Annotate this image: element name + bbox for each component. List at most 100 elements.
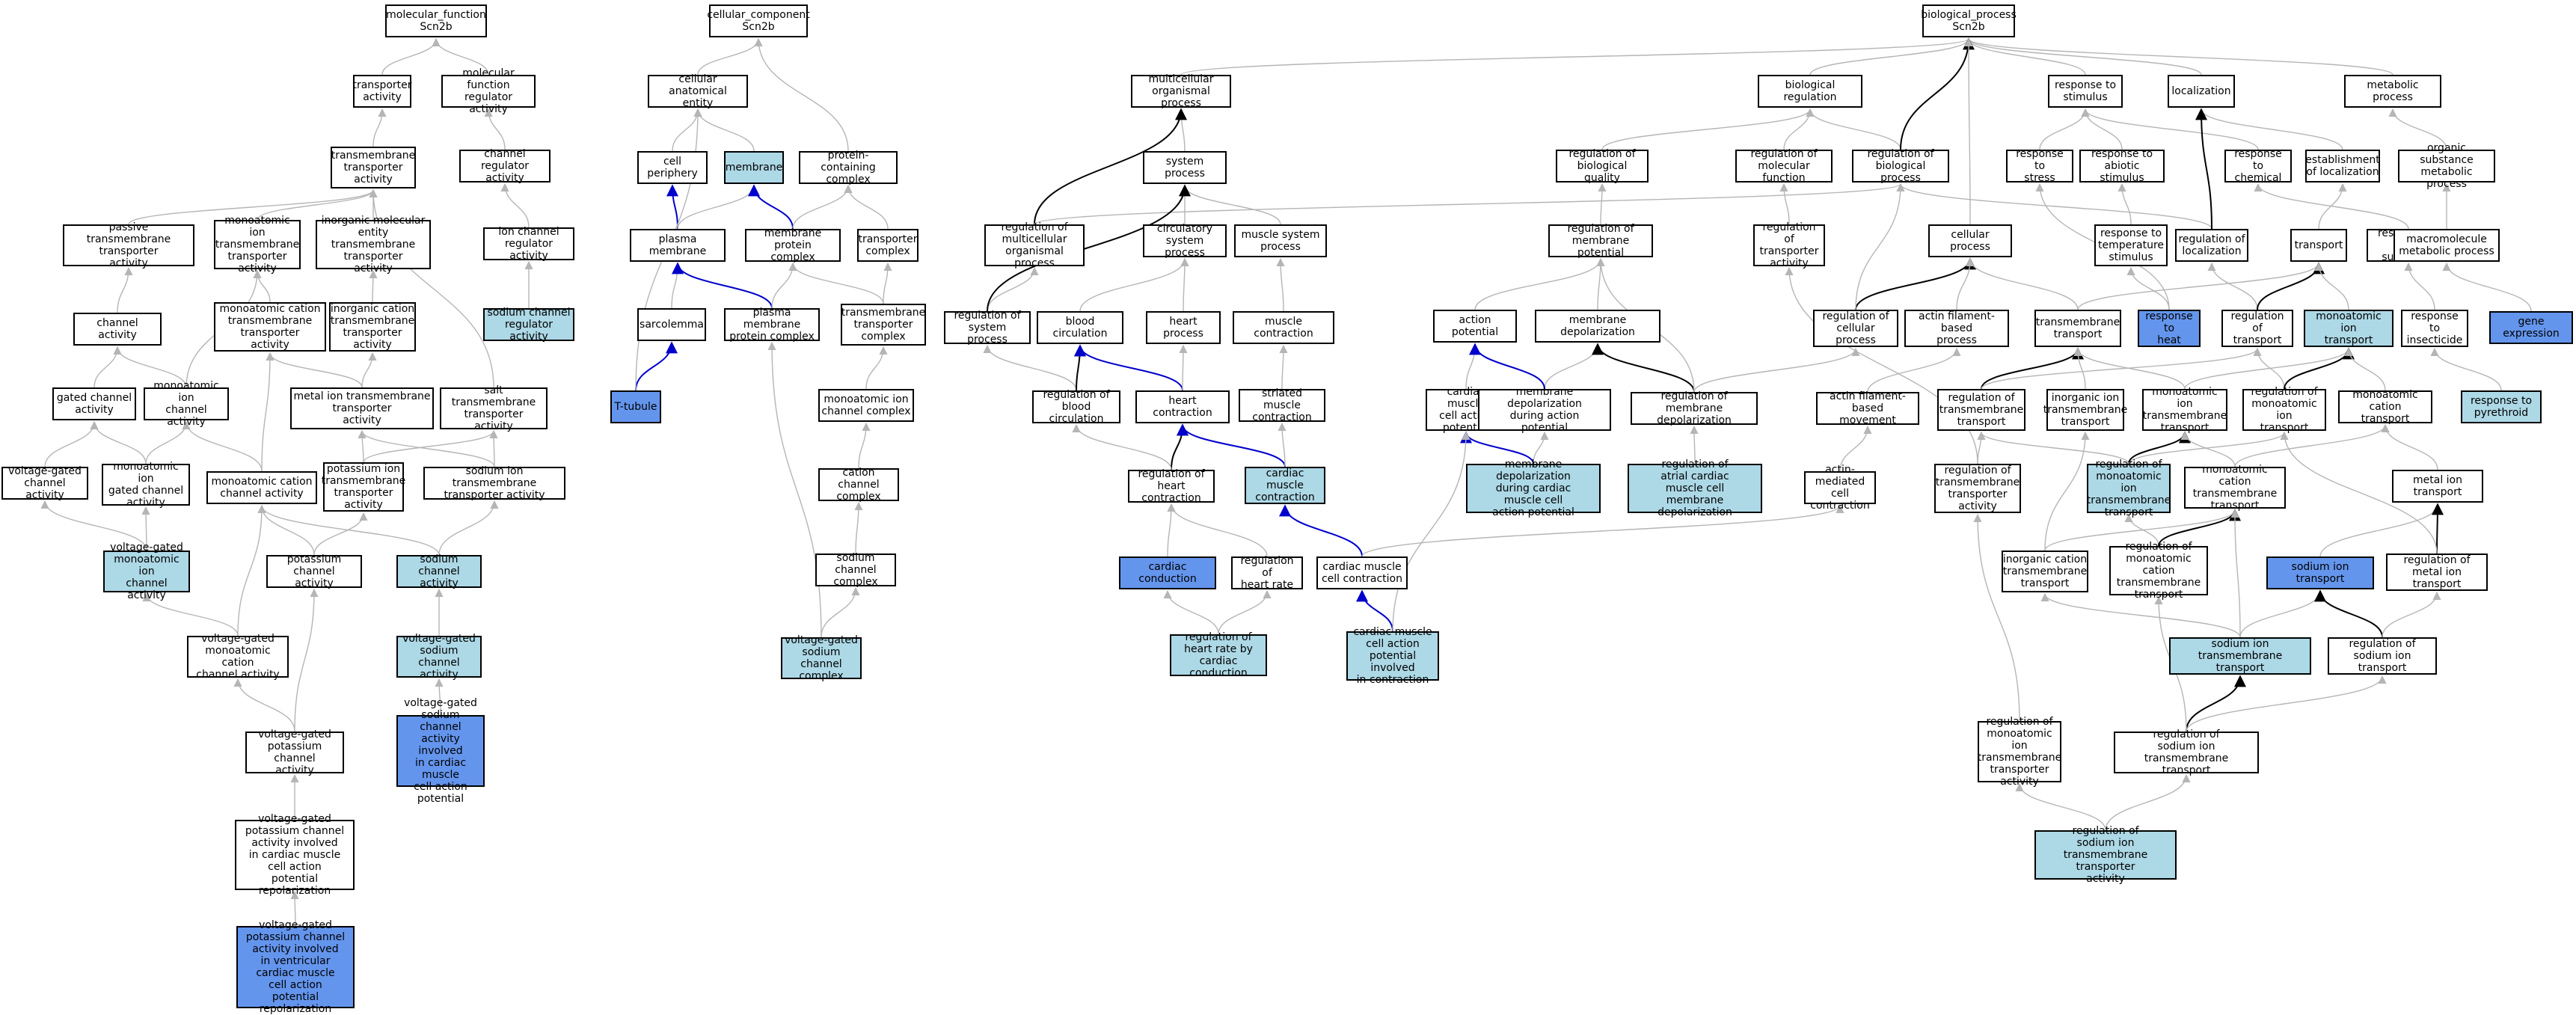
node-actin-cell-contraction[interactable]: actin-mediated cell contraction <box>1804 464 1876 512</box>
node-mono-cation-tm-transport[interactable]: monoatomic cation transmembrane transpor… <box>2184 464 2286 512</box>
node-reg-metal-ion-transport[interactable]: regulation of metal ion transport <box>2386 554 2488 591</box>
node-vg-na-channel-complex[interactable]: voltage-gated sodium channel complex <box>781 634 862 682</box>
node-reg-tm-transporter-act[interactable]: regulation of transmembrane transporter … <box>1934 464 2021 513</box>
node-reg-mono-ion-tm-transporter-act[interactable]: regulation of monoatomic ion transmembra… <box>1977 716 2062 788</box>
node-multicellular-process[interactable]: multicellular organismal process <box>1131 73 1231 109</box>
node-reg-memb-depol[interactable]: regulation of membrane depolarization <box>1631 390 1758 426</box>
node-transporter-complex[interactable]: transporter complex <box>857 229 919 262</box>
node-mono-cation-channel[interactable]: monoatomic cation channel activity <box>206 471 317 504</box>
node-reg-localization[interactable]: regulation of localization <box>2175 229 2248 262</box>
node-action-potential[interactable]: action potential <box>1433 310 1517 343</box>
node-cardiac-conduction[interactable]: cardiac conduction <box>1119 556 1216 589</box>
node-plasma-membrane[interactable]: plasma membrane <box>630 229 726 262</box>
node-vg-k-ventricular[interactable]: voltage-gated potassium channel activity… <box>236 919 355 1015</box>
node-memb-depol-ap[interactable]: membrane depolarization during action po… <box>1478 386 1611 434</box>
node-vg-k-channel[interactable]: voltage-gated potassium channel activity <box>245 729 344 776</box>
node-metabolic-process[interactable]: metabolic process <box>2344 75 2441 108</box>
node-salt-tm[interactable]: salt transmembrane transporter activity <box>440 384 548 432</box>
node-response-pyrethroid[interactable]: response to pyrethroid <box>2461 390 2542 423</box>
node-reg-heart-contraction[interactable]: regulation of heart contraction <box>1128 468 1215 504</box>
node-reg-hr-cardiac-conduction[interactable]: regulation of heart rate by cardiac cond… <box>1170 631 1267 679</box>
node-sodium-channel-reg[interactable]: sodium channel regulator activity <box>483 307 574 343</box>
node-reg-transporter-activity[interactable]: regulation of transporter activity <box>1753 221 1825 269</box>
node-reg-blood-circulation[interactable]: regulation of blood circulation <box>1032 389 1120 425</box>
node-mono-ion-transport[interactable]: monoatomic ion transport <box>2304 310 2393 347</box>
node-vg-na-cardiac[interactable]: voltage-gated sodium channel activity in… <box>396 697 485 805</box>
node-membrane[interactable]: membrane <box>724 151 784 184</box>
node-mf-root[interactable]: molecular_function Scn2b <box>385 4 487 37</box>
node-mono-ion-channel[interactable]: monoatomic ion channel activity <box>144 380 229 428</box>
node-protein-complex[interactable]: protein-containing complex <box>799 150 898 185</box>
node-establish-localization[interactable]: establishment of localization <box>2305 150 2380 183</box>
node-sodium-ion-transport[interactable]: sodium ion transport <box>2266 556 2374 589</box>
node-channel-activity[interactable]: channel activity <box>73 313 162 346</box>
node-reg-multicellular[interactable]: regulation of multicellular organismal p… <box>984 221 1085 269</box>
node-reg-na-ion-tm-transporter-act[interactable]: regulation of sodium ion transmembrane t… <box>2034 825 2177 885</box>
node-cell-anat-entity[interactable]: cellular anatomical entity <box>648 73 748 109</box>
node-membrane-depolarization[interactable]: membrane depolarization <box>1535 310 1660 343</box>
node-channel-regulator[interactable]: channel regulator activity <box>459 148 551 184</box>
node-mono-ion-gated[interactable]: monoatomic ion gated channel activity <box>102 461 190 509</box>
node-sodium-channel-complex[interactable]: sodium channel complex <box>815 552 896 588</box>
node-reg-atrial-depol[interactable]: regulation of atrial cardiac muscle cell… <box>1628 459 1762 518</box>
node-reg-na-ion-tm-transport[interactable]: regulation of sodium ion transmembrane t… <box>2114 729 2259 776</box>
node-cardiac-cell-contraction[interactable]: cardiac muscle cell contraction <box>1316 556 1408 589</box>
node-heart-process[interactable]: heart process <box>1146 311 1221 344</box>
node-reg-mono-ion-tm-transport[interactable]: regulation of monoatomic ion transmembra… <box>2086 459 2171 518</box>
node-striated-muscle-contraction[interactable]: striated muscle contraction <box>1239 387 1325 423</box>
node-response-stress[interactable]: response to stress <box>2006 148 2073 184</box>
node-reg-bio-process[interactable]: regulation of biological process <box>1852 148 1949 184</box>
node-tm-transport[interactable]: transmembrane transport <box>2034 310 2121 347</box>
node-na-channel[interactable]: sodium channel activity <box>396 554 482 589</box>
node-vg-mono-ion-channel[interactable]: voltage-gated monoatomic ion channel act… <box>103 542 190 601</box>
node-mono-ion-tm[interactable]: monoatomic ion transmembrane transporter… <box>214 215 301 275</box>
node-reg-mol-function[interactable]: regulation of molecular function <box>1735 148 1833 184</box>
node-response-heat[interactable]: response to heat <box>2138 310 2201 347</box>
node-response-abiotic[interactable]: response to abiotic stimulus <box>2079 148 2165 184</box>
node-system-process[interactable]: system process <box>1143 151 1227 184</box>
node-vg-channel[interactable]: voltage-gated channel activity <box>1 465 88 501</box>
node-pm-protein-complex[interactable]: plasma membrane protein complex <box>724 307 820 343</box>
node-reg-system-process[interactable]: regulation of system process <box>944 310 1031 346</box>
node-reg-cellular-process[interactable]: regulation of cellular process <box>1813 310 1898 347</box>
node-k-channel[interactable]: potassium channel activity <box>266 554 362 589</box>
node-gated-channel[interactable]: gated channel activity <box>52 387 136 420</box>
node-reg-heart-rate[interactable]: regulation of heart rate <box>1231 555 1303 591</box>
node-cc-root[interactable]: cellular_component Scn2b <box>707 4 810 37</box>
node-vg-na-channel[interactable]: voltage-gated sodium channel activity <box>396 633 482 681</box>
node-vg-mono-cation-channel[interactable]: voltage-gated monoatomic cation channel … <box>187 633 289 681</box>
node-cardiac-ap-contraction[interactable]: cardiac muscle cell action potential inv… <box>1346 626 1439 686</box>
node-response-insecticide[interactable]: response to insecticide <box>2401 310 2468 347</box>
node-passive-tm[interactable]: passive transmembrane transporter activi… <box>63 221 194 269</box>
node-transporter-activity[interactable]: transporter activity <box>352 75 412 108</box>
node-ion-channel-reg[interactable]: ion channel regulator activity <box>483 226 574 262</box>
node-bp-root[interactable]: biological_process Scn2b <box>1921 4 2017 37</box>
node-memb-depol-cardiac[interactable]: membrane depolarization during cardiac m… <box>1466 459 1601 518</box>
node-cell-periphery[interactable]: cell periphery <box>637 151 708 184</box>
node-sarcolemma[interactable]: sarcolemma <box>637 308 706 341</box>
node-membrane-protein-complex[interactable]: membrane protein complex <box>745 227 841 263</box>
node-mono-ion-tm-transport[interactable]: monoatomic ion transmembrane transport <box>2142 386 2227 434</box>
node-localization[interactable]: localization <box>2168 75 2235 108</box>
node-reg-na-ion-transport[interactable]: regulation of sodium ion transport <box>2328 637 2437 675</box>
node-gene-expression[interactable]: gene expression <box>2489 311 2573 344</box>
node-mono-cation-tm[interactable]: monoatomic cation transmembrane transpor… <box>214 302 326 352</box>
node-response-stimulus[interactable]: response to stimulus <box>2048 75 2123 108</box>
node-circulatory-system[interactable]: circulatory system process <box>1143 223 1227 259</box>
node-blood-circulation[interactable]: blood circulation <box>1037 311 1123 344</box>
node-inorg-ion-tm-transport[interactable]: inorganic ion transmembrane transport <box>2043 389 2127 431</box>
node-actin-movement[interactable]: actin filament-based movement <box>1816 390 1919 426</box>
node-inorg-cation-tm-transport[interactable]: inorganic cation transmembrane transport <box>2002 551 2088 592</box>
node-na-ion-tm-act[interactable]: sodium ion transmembrane transporter act… <box>423 465 565 501</box>
node-metal-ion-transport[interactable]: metal ion transport <box>2392 470 2483 503</box>
node-mono-cation-transport[interactable]: monoatomic cation transport <box>2338 389 2432 425</box>
node-k-ion-tm[interactable]: potassium ion transmembrane transporter … <box>321 462 406 512</box>
node-tm-transporter[interactable]: transmembrane transporter activity <box>331 147 416 188</box>
node-t-tubule[interactable]: T-tubule <box>610 390 661 423</box>
node-macromolecule-metabolic[interactable]: macromolecule metabolic process <box>2393 229 2500 262</box>
node-inorg-cation-tm[interactable]: inorganic cation transmembrane transport… <box>329 302 416 352</box>
node-reg-bio-quality[interactable]: regulation of biological quality <box>1556 148 1649 184</box>
node-mf-regulator[interactable]: molecular function regulator activity <box>441 67 536 115</box>
node-reg-mono-ion-transport[interactable]: regulation of monoatomic ion transport <box>2242 386 2326 434</box>
node-na-ion-tm-transport[interactable]: sodium ion transmembrane transport <box>2169 637 2311 675</box>
